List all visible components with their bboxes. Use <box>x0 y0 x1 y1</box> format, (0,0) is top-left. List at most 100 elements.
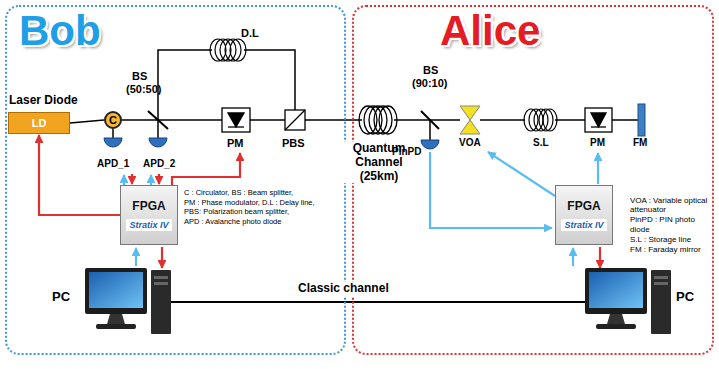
storage-line-coil <box>543 109 557 131</box>
control-arrow <box>161 247 163 268</box>
phase-modulator <box>222 108 612 132</box>
fiber-spool <box>374 106 392 134</box>
pc-icon <box>651 270 671 334</box>
delay-line-coil <box>230 39 246 61</box>
fiber <box>158 50 212 120</box>
fiber <box>555 119 585 121</box>
fiber-spool <box>379 106 397 134</box>
control-arrow <box>172 153 240 185</box>
photo-detector <box>421 140 439 149</box>
part-label: PBS <box>282 137 305 150</box>
photo-detector <box>104 138 122 147</box>
legend-note: APD : Avalanche photo diode <box>184 218 281 227</box>
fiber <box>612 119 638 121</box>
part-label: (50:50) <box>126 83 161 96</box>
polarization-beam-splitter <box>285 110 305 130</box>
pc-icon <box>654 282 668 285</box>
phase-modulator <box>228 113 244 127</box>
legend-note: FM : Faraday mirror <box>630 245 712 254</box>
node-title: LD <box>32 117 47 129</box>
node-subtext: Laser Diode <box>9 93 78 107</box>
fiber <box>429 120 431 140</box>
part-label: FM <box>633 137 647 149</box>
node-title: C <box>109 115 117 126</box>
part-label: Classic channel <box>296 282 391 296</box>
control-arrow <box>123 175 125 185</box>
part-label: (90:10) <box>412 77 447 90</box>
pc-icon <box>89 272 143 308</box>
node-title: Alice <box>440 7 540 55</box>
fiber <box>480 119 525 121</box>
variable-attenuator <box>460 106 480 134</box>
fpga-box: FPGA Stratix IV <box>555 185 613 245</box>
pc-icon <box>585 268 647 314</box>
fiber-spool <box>369 106 387 134</box>
storage-line-coil <box>524 109 557 131</box>
part-label: BS <box>423 64 438 77</box>
legend-note: VOA : Variable optical attenuator <box>630 196 712 214</box>
node-subtext: Stratix IV <box>126 219 171 231</box>
beam-splitter <box>421 111 439 129</box>
pc-icon <box>154 276 168 279</box>
legend-note: S.L : Storage line <box>630 235 712 244</box>
control-arrow <box>131 174 133 184</box>
node-title: Bob <box>19 7 101 55</box>
pc-icon <box>585 268 671 334</box>
faraday-mirror <box>638 104 645 136</box>
control-arrow <box>430 152 552 228</box>
part-label: BS <box>132 70 147 83</box>
fpga-box: FPGA Stratix IV <box>120 185 178 245</box>
part-label: S.L <box>533 137 549 149</box>
part-label: VOA <box>459 137 481 149</box>
fiber <box>157 120 159 138</box>
control-arrow <box>599 247 601 268</box>
circulator: C <box>104 111 122 129</box>
legend-note: PM : Phase modulator, D.L : Delay line, <box>184 199 315 208</box>
fiber <box>244 50 295 110</box>
classic-channel-line <box>170 301 585 303</box>
part-label: D.L <box>241 27 259 40</box>
part-label: PM <box>590 137 605 149</box>
storage-line-coil <box>539 109 553 131</box>
part-label: APD_1 <box>97 158 129 170</box>
fiber-connector <box>70 120 104 123</box>
pc-icon <box>589 272 643 308</box>
phase-modulator <box>591 126 606 127</box>
beam-splitter <box>148 111 439 129</box>
variable-attenuator <box>460 106 480 134</box>
control-arrow <box>158 174 160 184</box>
delay-line-coil <box>210 39 246 61</box>
control-arrow <box>135 248 137 266</box>
pc-icon <box>154 282 168 285</box>
legend-note: PinPD : PIN photo diode <box>630 215 712 233</box>
part-label: PC <box>676 290 694 305</box>
legend-note: PBS: Polarization beam splitter, <box>184 208 289 217</box>
node-subtext: Stratix IV <box>561 219 606 231</box>
pc-icon <box>596 324 636 329</box>
pc-icon <box>107 314 125 324</box>
fiber <box>250 119 285 121</box>
pc-icon <box>151 270 171 334</box>
part-label: PC <box>52 290 70 305</box>
control-arrow <box>150 175 152 185</box>
fiber <box>122 119 222 121</box>
beam-splitter <box>148 111 168 129</box>
fiber <box>112 129 114 138</box>
phase-modulator <box>222 108 250 132</box>
pc-icon <box>85 268 171 334</box>
part-label: PinPD <box>392 146 421 158</box>
legend-note: C : Circulator, BS : Beam splitter, <box>184 189 293 198</box>
phase-modulator <box>591 113 606 127</box>
node-title: FPGA <box>567 199 600 213</box>
phase-modulator <box>585 108 612 132</box>
photo-detector <box>149 138 167 147</box>
part-label: APD_2 <box>143 158 175 170</box>
node-title: FPGA <box>132 199 165 213</box>
polarization-beam-splitter <box>285 110 305 130</box>
polarization-beam-splitter <box>285 110 305 130</box>
pc-icon <box>96 324 136 329</box>
fiber <box>394 119 460 121</box>
control-arrow <box>39 135 120 215</box>
pc-icon <box>654 276 668 279</box>
